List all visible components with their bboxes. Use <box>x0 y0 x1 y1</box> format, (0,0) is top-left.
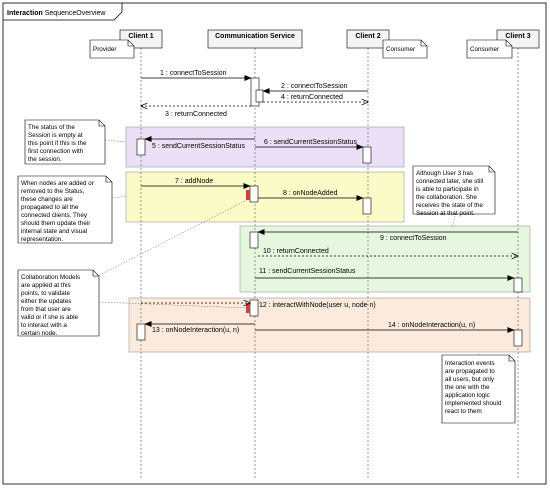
note-connector-2 <box>111 195 127 199</box>
message-6[interactable]: 6 : sendCurrentSessionStatus <box>255 139 364 150</box>
message-2[interactable]: 2 : connectToSession <box>262 83 368 94</box>
message-label: 7 : addNode <box>175 178 213 185</box>
message-label: 1 : connectToSession <box>160 70 227 77</box>
message-3[interactable]: 3 : returnConnected <box>141 106 251 118</box>
lifeline-name: Client 1 <box>128 33 153 40</box>
svg-text:Provider: Provider <box>93 46 116 53</box>
message-label: 2 : connectToSession <box>281 83 348 90</box>
message-label: 9 : connectToSession <box>380 235 447 242</box>
message-8[interactable]: 8 : onNodeAdded <box>258 190 364 201</box>
message-14[interactable]: 14 : onNodeInteraction(u, n) <box>255 322 515 333</box>
message-10[interactable]: 10 : returnConnected <box>258 248 518 256</box>
message-5[interactable]: 5 : sendCurrentSessionStatus <box>144 136 255 150</box>
lifeline-name: Communication Service <box>215 33 295 40</box>
activation-client1-2 <box>136 323 146 341</box>
note-events[interactable]: Interaction events are propagated to all… <box>441 354 516 424</box>
note-text: When nodes are added or removed to the S… <box>21 180 96 243</box>
red-marker-2 <box>246 303 250 313</box>
message-4[interactable]: 4 : returnConnected <box>263 94 368 102</box>
note-connector-3 <box>451 215 456 229</box>
activation-comm-2 <box>255 89 264 103</box>
message-label: 12 : interactWithNode(user u, node n) <box>259 302 376 309</box>
message-9[interactable]: 9 : connectToSession <box>257 229 518 242</box>
role-note-consumer-2: Consumer <box>382 39 428 59</box>
message-label: 8 : onNodeAdded <box>283 190 338 197</box>
message-label: 13 : onNodeInteraction(u, n) <box>152 327 239 334</box>
activation-client1-1 <box>136 138 146 156</box>
svg-text:Consumer: Consumer <box>470 46 499 53</box>
activation-comm-4 <box>249 231 259 249</box>
note-connector-6 <box>477 351 481 356</box>
message-7[interactable]: 7 : addNode <box>141 178 251 189</box>
message-label: 10 : returnConnected <box>263 248 329 255</box>
frame-tab <box>3 3 123 21</box>
message-label: 4 : returnConnected <box>281 94 343 101</box>
message-12[interactable]: 12 : interactWithNode(user u, node n) <box>141 302 376 309</box>
note-text: Interaction events are propagated to all… <box>445 360 503 415</box>
note-text: The status of the Session is empty at th… <box>28 124 88 163</box>
lifeline-name: Client 3 <box>505 33 530 40</box>
note-text: Although User 3 has connected later, she… <box>416 170 485 217</box>
note-connector-5 <box>98 301 248 309</box>
note-connector-1 <box>104 139 127 143</box>
lifeline-header-client2[interactable]: Client 2 <box>346 29 390 49</box>
activation-client3-1 <box>513 277 523 293</box>
red-marker-1 <box>246 190 250 200</box>
lifeline-header-comm[interactable]: Communication Service <box>207 29 303 49</box>
note-models[interactable]: Collaboration Models are applied at this… <box>17 269 100 337</box>
message-label: 6 : sendCurrentSessionStatus <box>264 139 357 146</box>
role-note-provider: Provider <box>89 39 135 59</box>
message-1[interactable]: 1 : connectToSession <box>141 70 252 81</box>
note-user3[interactable]: Although User 3 has connected later, she… <box>412 165 496 217</box>
activation-client3-2 <box>513 329 523 347</box>
note-text: Collaboration Models are applied at this… <box>21 274 82 337</box>
message-13[interactable]: 13 : onNodeInteraction(u, n) <box>144 321 255 334</box>
message-label: 3 : returnConnected <box>165 111 227 118</box>
message-11[interactable]: 11 : sendCurrentSessionStatus <box>255 268 515 281</box>
activation-comm-5 <box>249 299 259 317</box>
role-note-consumer-3: Consumer <box>466 39 513 59</box>
message-label: 11 : sendCurrentSessionStatus <box>259 268 356 275</box>
activation-client2-1 <box>362 146 372 164</box>
svg-text:Consumer: Consumer <box>386 46 415 53</box>
message-label: 14 : onNodeInteraction(u, n) <box>388 322 475 329</box>
activation-client2-2 <box>362 197 372 215</box>
note-nodes[interactable]: When nodes are added or removed to the S… <box>17 175 113 244</box>
fragment-peach <box>128 297 531 353</box>
fragment-green <box>239 225 531 293</box>
note-status[interactable]: The status of the Session is empty at th… <box>24 119 106 165</box>
activation-comm-3 <box>249 185 259 203</box>
message-label: 5 : sendCurrentSessionStatus <box>152 143 245 150</box>
lifeline-name: Client 2 <box>355 33 380 40</box>
fragment-yellow <box>125 171 405 223</box>
frame-title: Interaction SequenceOverview <box>7 10 106 17</box>
